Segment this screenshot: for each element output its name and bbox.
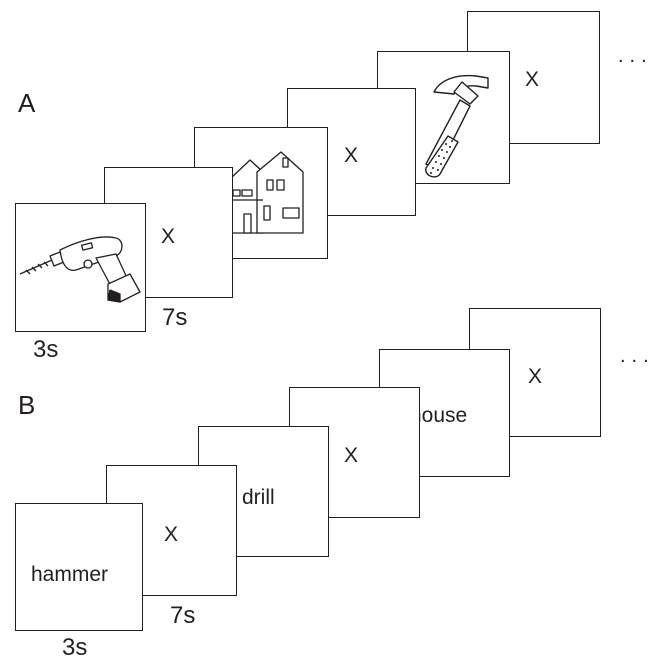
mask-x-label: X <box>344 444 359 467</box>
mask-x-label: X <box>161 225 176 248</box>
panel-b-ellipsis: ... <box>620 345 655 367</box>
panel-a-mask-duration: 7s <box>162 304 188 331</box>
panel-a-drill-card <box>15 203 146 332</box>
panel-b-stimulus-duration: 3s <box>62 634 88 661</box>
house-icon <box>230 151 304 234</box>
panel-b-word-card-1: hammer <box>15 503 143 631</box>
panel-b-letter: B <box>18 390 36 420</box>
mask-x-label: X <box>525 68 540 91</box>
panel-a-stimulus-duration: 3s <box>33 336 59 363</box>
panel-a-letter: A <box>18 88 36 118</box>
hammer-icon <box>425 74 489 178</box>
panel-b-mask-duration: 7s <box>170 602 196 629</box>
panel-a-ellipsis: ... <box>618 45 653 67</box>
mask-x-label: X <box>164 523 179 546</box>
drill-icon <box>19 236 141 303</box>
stimulus-word: hammer <box>31 563 109 586</box>
stimulus-word: house <box>410 404 468 427</box>
mask-x-label: X <box>344 144 359 167</box>
mask-x-label: X <box>528 365 543 388</box>
stimulus-word: drill <box>242 486 275 509</box>
